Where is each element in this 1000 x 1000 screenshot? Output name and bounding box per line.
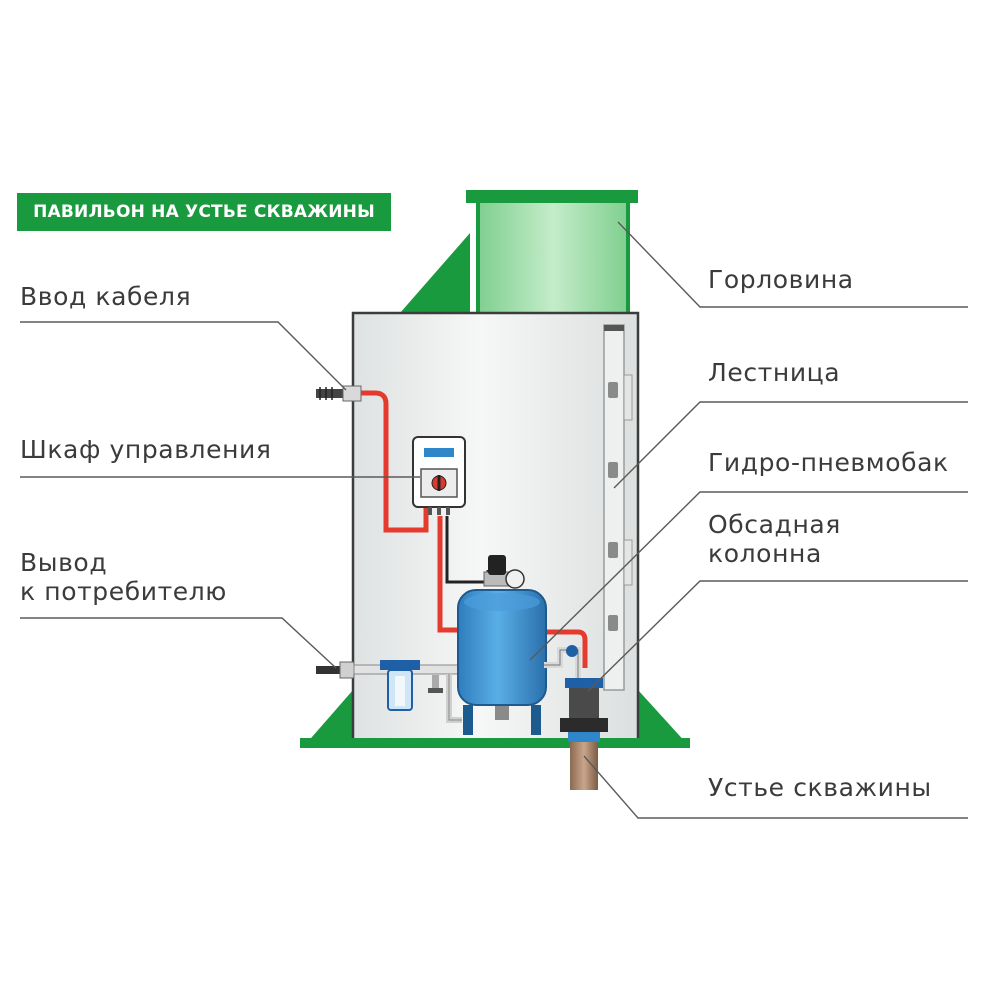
pressure-tank bbox=[457, 555, 547, 735]
label-consumer-output-1: Вывод bbox=[20, 548, 108, 577]
label-wellhead: Устье скважины bbox=[708, 773, 932, 802]
label-casing-2: колонна bbox=[708, 539, 822, 568]
label-casing-1: Обсадная bbox=[708, 510, 841, 539]
leader-ladder bbox=[613, 401, 968, 489]
diagram-title: ПАВИЛЬОН НА УСТЬЕ СКВАЖИНЫ bbox=[33, 202, 375, 222]
foundation-wing-bottom-left bbox=[305, 690, 353, 745]
leader-wellhead bbox=[583, 755, 968, 819]
label-control-cabinet: Шкаф управления bbox=[20, 435, 272, 464]
label-tank: Гидро-пневмобак bbox=[708, 448, 949, 477]
cable-red-1 bbox=[361, 390, 429, 533]
cable-red-2 bbox=[437, 516, 464, 633]
neck-body bbox=[478, 200, 628, 318]
leader-neck bbox=[617, 221, 968, 308]
pavilion-floor bbox=[300, 738, 690, 748]
leader-consumer-output bbox=[20, 617, 337, 669]
foundation-wing-left bbox=[400, 233, 470, 313]
leader-cable-input bbox=[20, 321, 347, 391]
cable-gland bbox=[316, 385, 362, 402]
neck-rim bbox=[466, 190, 638, 203]
label-ladder: Лестница bbox=[708, 358, 841, 387]
label-cable-input: Ввод кабеля bbox=[20, 282, 192, 311]
label-consumer-output-2: к потребителю bbox=[20, 577, 227, 606]
cable-red-3 bbox=[540, 629, 588, 668]
outlet-pipe-group bbox=[316, 660, 485, 723]
label-neck: Горловина bbox=[708, 265, 854, 294]
title-banner bbox=[17, 193, 391, 231]
leader-tank bbox=[529, 491, 968, 661]
foundation-wing-bottom-right bbox=[638, 690, 688, 745]
leader-casing bbox=[587, 580, 968, 692]
control-cabinet bbox=[412, 436, 466, 515]
